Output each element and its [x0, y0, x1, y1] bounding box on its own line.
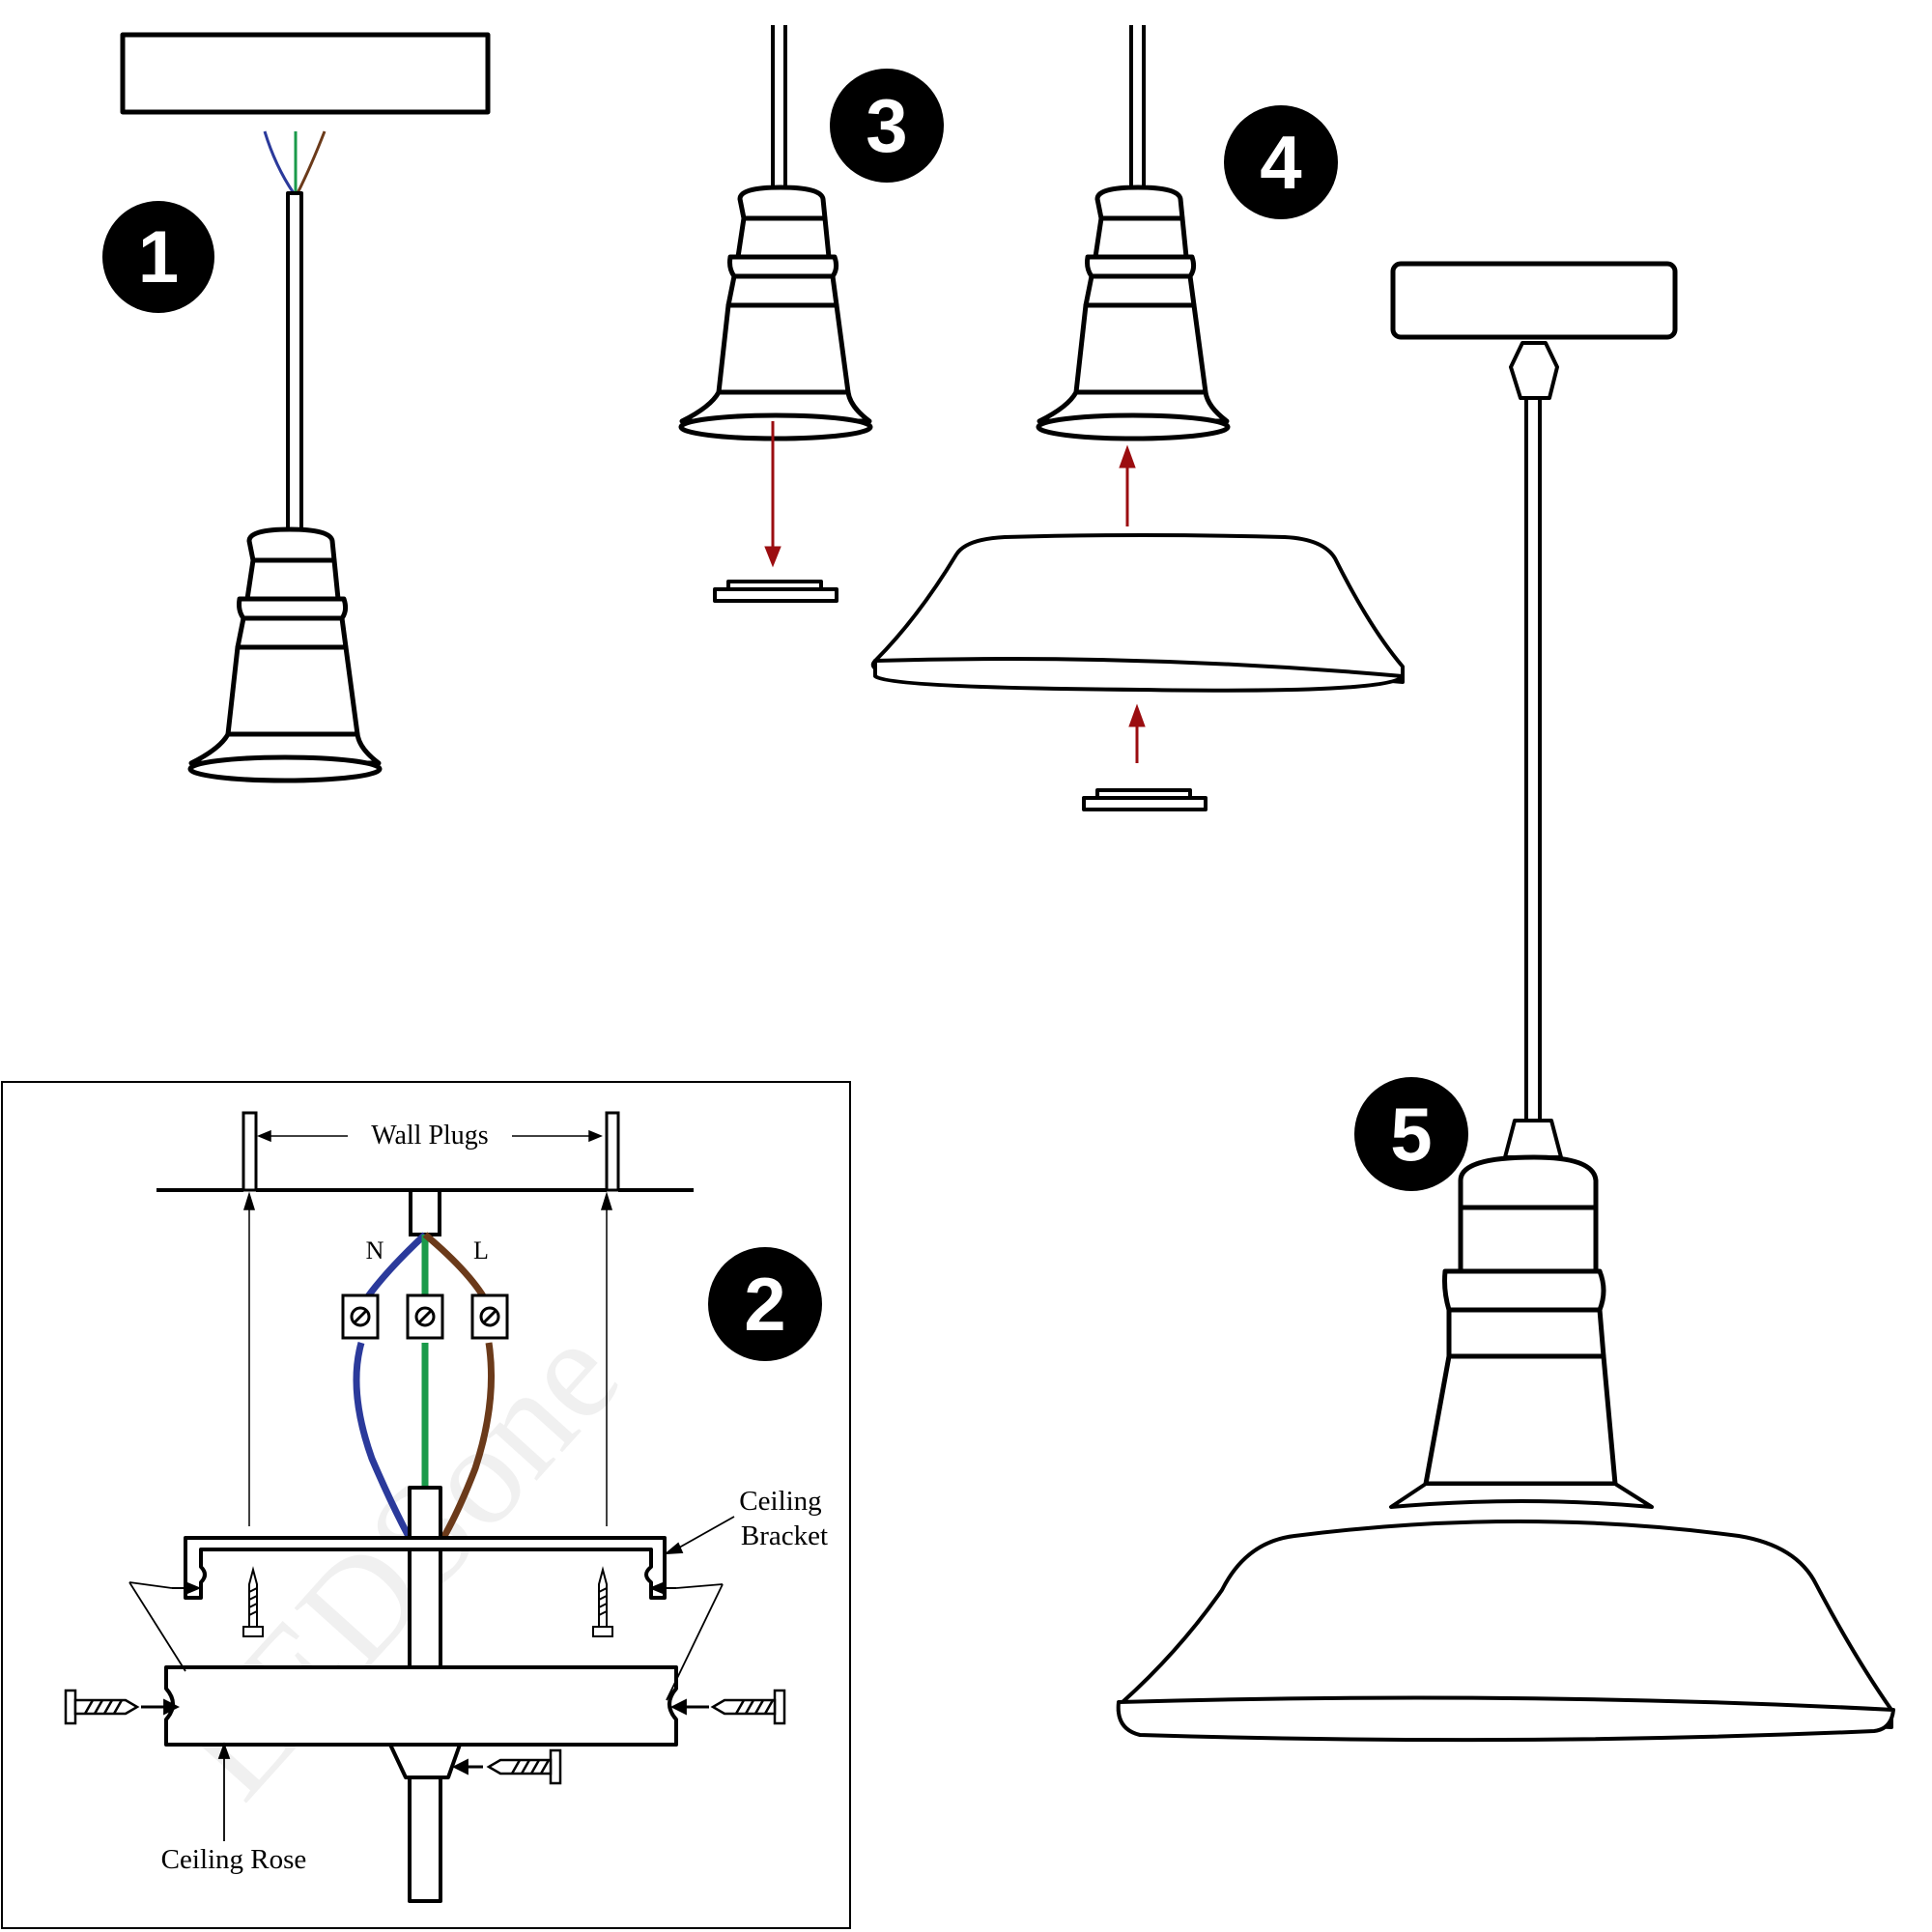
lamp-holder: [678, 185, 873, 441]
shade-ring: [713, 580, 838, 603]
step-2-box: LEDSone Wall Plugs N L: [1, 1081, 851, 1929]
step-3-group: [678, 25, 873, 603]
step-badges: 1 2 3 4 5: [102, 69, 1468, 1361]
ceiling-bracket: [184, 1536, 667, 1600]
centre-stem: [408, 1486, 442, 1669]
ceiling-bracket-label-line1: Ceiling: [739, 1486, 821, 1517]
step-1-group: [120, 32, 491, 783]
bracket-screws: [242, 1566, 613, 1637]
pendant-cable: [408, 1776, 442, 1903]
live-wire: [296, 130, 327, 194]
lamp-holder: [187, 526, 383, 783]
ceiling-plate: [120, 32, 491, 115]
side-screws: [64, 1689, 786, 1785]
svg-text:5: 5: [1390, 1092, 1432, 1177]
step-4-group: [870, 25, 1405, 811]
wall-plug-left: [242, 1111, 258, 1192]
step-2-badge: 2: [708, 1247, 822, 1361]
ceiling-rose: [164, 1665, 678, 1747]
step-5-group: [1116, 261, 1895, 1743]
cord-grip: [1509, 341, 1559, 400]
terminal-blocks: [341, 1293, 509, 1340]
svg-text:4: 4: [1260, 120, 1301, 205]
neutral-wire: [263, 130, 296, 194]
cord-grip-lower: [1503, 1119, 1563, 1159]
ceiling-bracket-label-line2: Bracket: [741, 1520, 828, 1551]
ceiling-rose-label: Ceiling Rose: [161, 1844, 307, 1875]
neutral-label: N: [366, 1236, 384, 1264]
wall-plugs-label: Wall Plugs: [371, 1121, 488, 1151]
step-1-badge: 1: [102, 201, 214, 313]
wall-plug-right: [605, 1111, 620, 1192]
live-label: L: [473, 1236, 489, 1264]
svg-text:3: 3: [866, 83, 907, 168]
svg-text:1: 1: [138, 216, 179, 298]
step-4-badge: 4: [1224, 105, 1338, 219]
lamp-holder: [1423, 1154, 1618, 1487]
ceiling-rose-plate: [1390, 261, 1678, 340]
cable-grip: [388, 1743, 462, 1779]
red-arrows: [764, 421, 1146, 763]
step-3-badge: 3: [830, 69, 944, 183]
step-5-badge: 5: [1354, 1077, 1468, 1191]
lamp-holder: [1036, 185, 1231, 441]
shade-ring: [1082, 788, 1208, 811]
pendant-cable: [1524, 396, 1542, 1122]
pendant-cable: [286, 191, 303, 535]
svg-text:2: 2: [744, 1262, 785, 1347]
